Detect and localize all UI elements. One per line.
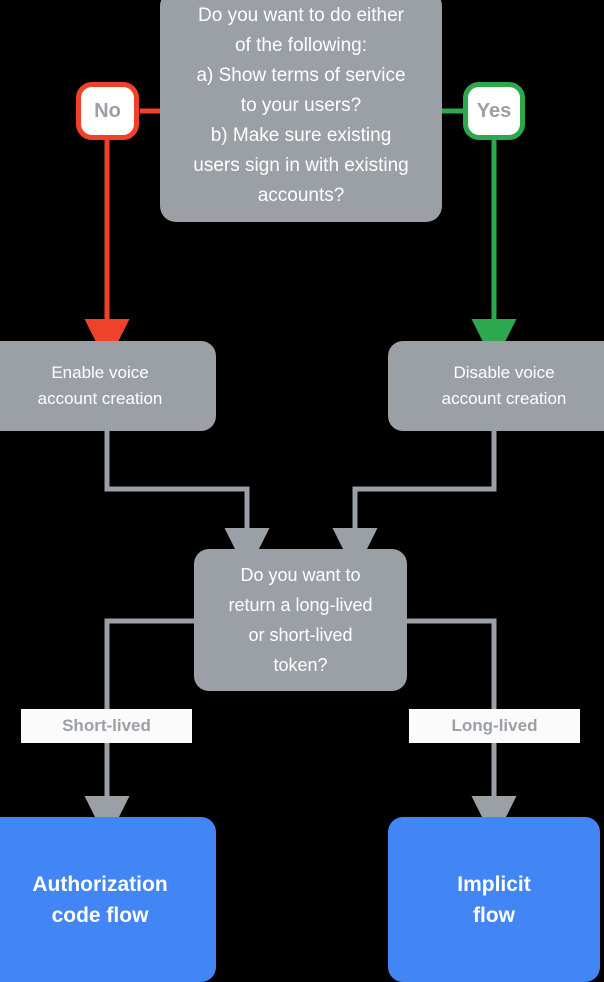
node-disable-voice-account-creation[interactable]: Disable voice account creation (388, 341, 604, 431)
edge-enable-to-decision2 (104, 431, 270, 573)
disable-box-text: Disable voice account creation (441, 363, 567, 408)
edge-disable-to-decision2 (332, 431, 497, 573)
edge-label-long-lived-text: Long-lived (451, 716, 538, 735)
node-enable-voice-account-creation[interactable]: Enable voice account creation (0, 341, 216, 431)
node-implicit-flow[interactable]: Implicit flow (388, 817, 600, 982)
edge-label-short-lived-text: Short-lived (62, 716, 151, 735)
decision-1-text: Do you want to do either of the followin… (193, 5, 409, 206)
badge-no[interactable]: No (76, 82, 139, 140)
decision-2-text: Do you want to return a long-lived or sh… (228, 565, 373, 675)
badge-yes[interactable]: Yes (463, 82, 525, 140)
badge-no-label: No (94, 99, 121, 122)
enable-box-text: Enable voice account creation (37, 363, 163, 408)
decision-node-token-lifetime[interactable]: Do you want to return a long-lived or sh… (194, 549, 407, 691)
node-authorization-code-flow[interactable]: Authorization code flow (0, 817, 216, 982)
badge-yes-label: Yes (476, 99, 512, 122)
edge-label-short-lived: Short-lived (21, 709, 192, 743)
edge-label-long-lived: Long-lived (409, 709, 580, 743)
implicit-flow-text: Implicit flow (457, 872, 531, 927)
decision-node-terms-or-existing-accounts[interactable]: Do you want to do either of the followin… (160, 0, 442, 222)
auth-flow-text: Authorization code flow (32, 872, 168, 927)
